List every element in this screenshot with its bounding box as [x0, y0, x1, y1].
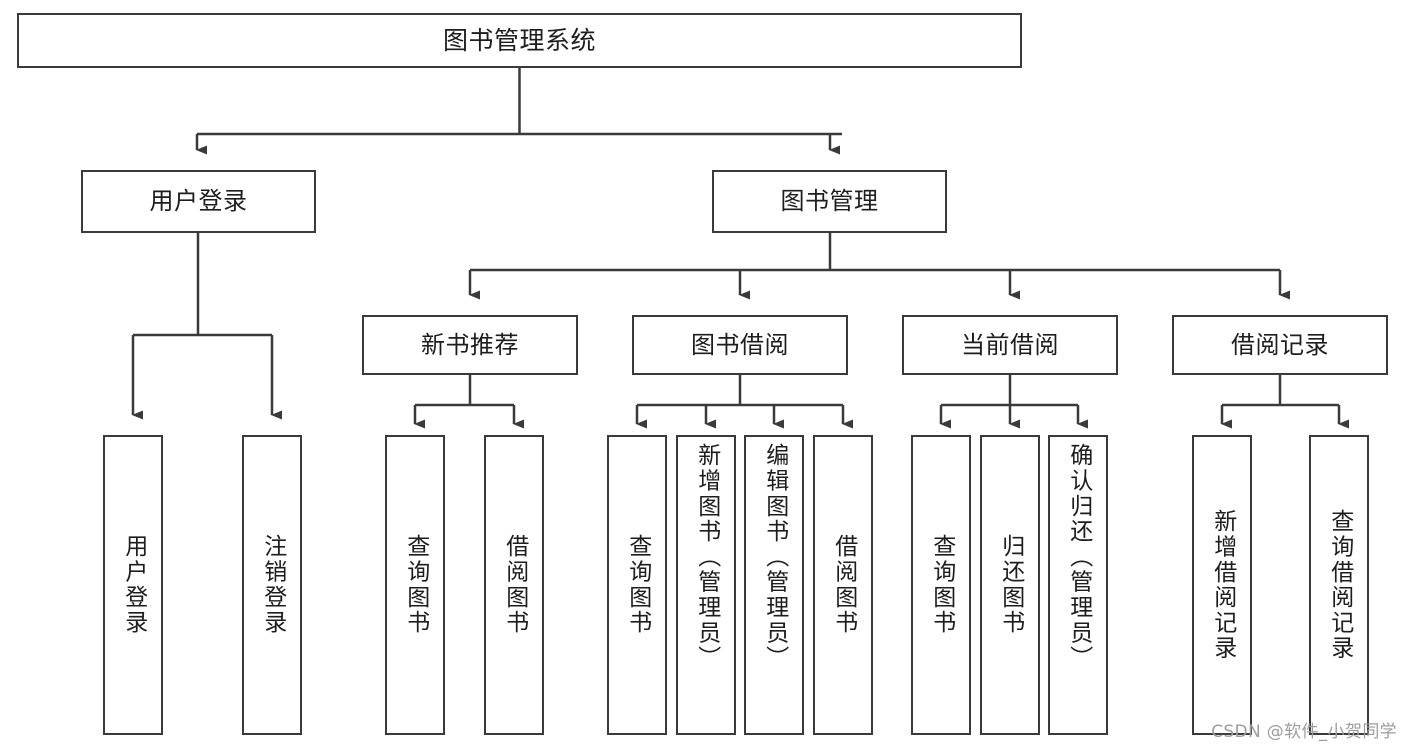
node-leaf-borrow-book-recommend[interactable]: 借阅图书 [484, 435, 544, 735]
node-borrow-record[interactable]: 借阅记录 [1172, 315, 1388, 375]
node-user-login[interactable]: 用户登录 [81, 170, 316, 233]
node-label: 借阅图书 [830, 534, 857, 636]
node-label: 图书管理 [780, 187, 879, 216]
node-label: 查询借阅记录 [1326, 509, 1353, 661]
node-label: 新增借阅记录 [1209, 509, 1236, 661]
node-book-borrow[interactable]: 图书借阅 [632, 315, 848, 375]
node-label: 归还图书 [997, 534, 1024, 636]
node-leaf-query-book-current[interactable]: 查询图书 [911, 435, 971, 735]
node-new-book-recommend[interactable]: 新书推荐 [362, 315, 578, 375]
node-label: 图书借阅 [691, 330, 789, 359]
node-leaf-query-book-recommend[interactable]: 查询图书 [385, 435, 445, 735]
node-root-book-management-system[interactable]: 图书管理系统 [17, 13, 1022, 68]
node-leaf-edit-book-admin[interactable]: 编辑图书（管理员） [744, 435, 804, 735]
node-label: 当前借阅 [961, 330, 1059, 359]
node-label: 确认归还（管理员） [1065, 443, 1092, 671]
node-label: 查询图书 [402, 534, 429, 636]
node-leaf-add-book-admin[interactable]: 新增图书（管理员） [676, 435, 736, 735]
node-leaf-borrow-book-borrow[interactable]: 借阅图书 [813, 435, 873, 735]
node-label: 新书推荐 [421, 330, 519, 359]
node-label: 查询图书 [624, 534, 651, 636]
node-label: 借阅记录 [1231, 330, 1329, 359]
node-leaf-add-borrow-record[interactable]: 新增借阅记录 [1192, 435, 1252, 735]
node-label: 查询图书 [928, 534, 955, 636]
node-leaf-confirm-return-admin[interactable]: 确认归还（管理员） [1048, 435, 1108, 735]
node-label: 借阅图书 [501, 534, 528, 636]
node-leaf-query-borrow-record[interactable]: 查询借阅记录 [1309, 435, 1369, 735]
node-leaf-return-book[interactable]: 归还图书 [980, 435, 1040, 735]
node-leaf-user-login[interactable]: 用户登录 [103, 435, 163, 735]
node-label: 新增图书（管理员） [693, 443, 720, 671]
node-label: 图书管理系统 [442, 25, 596, 55]
node-current-borrow[interactable]: 当前借阅 [902, 315, 1118, 375]
node-label: 用户登录 [120, 534, 147, 636]
csdn-watermark: CSDN @软件_小贺同学 [1211, 722, 1397, 742]
node-leaf-logout[interactable]: 注销登录 [242, 435, 302, 735]
node-label: 用户登录 [149, 187, 248, 216]
node-leaf-query-book-borrow[interactable]: 查询图书 [607, 435, 667, 735]
node-book-manage[interactable]: 图书管理 [712, 170, 947, 233]
node-label: 注销登录 [259, 534, 286, 636]
node-label: 编辑图书（管理员） [761, 443, 788, 671]
